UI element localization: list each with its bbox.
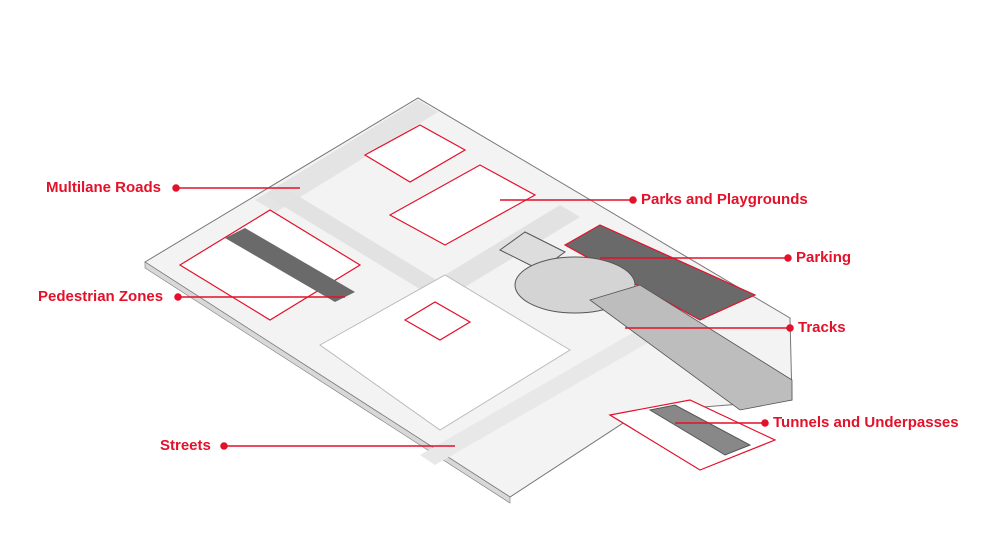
label-streets: Streets [160, 437, 211, 454]
tracks [589, 284, 793, 411]
park-block [363, 124, 467, 183]
pedestrian-street [225, 228, 355, 302]
label-tracks: Tracks [798, 319, 846, 336]
label-parking: Parking [796, 249, 852, 266]
playground-block [388, 164, 537, 246]
platform-side [144, 261, 511, 504]
label-tunnels-underpasses: Tunnels and Underpasses [773, 414, 959, 431]
label-multilane-roads: Multilane Roads [46, 179, 162, 196]
multilane-road [255, 100, 438, 212]
label-parks-playgrounds: Parks and Playgrounds [641, 191, 808, 208]
small-playground [403, 301, 472, 341]
label-pedestrian-zones: Pedestrian Zones [38, 288, 164, 305]
street-bottom [420, 300, 705, 465]
housing-block [319, 274, 571, 431]
pedestrian-block [178, 209, 362, 321]
tunnel-channel [648, 404, 752, 456]
